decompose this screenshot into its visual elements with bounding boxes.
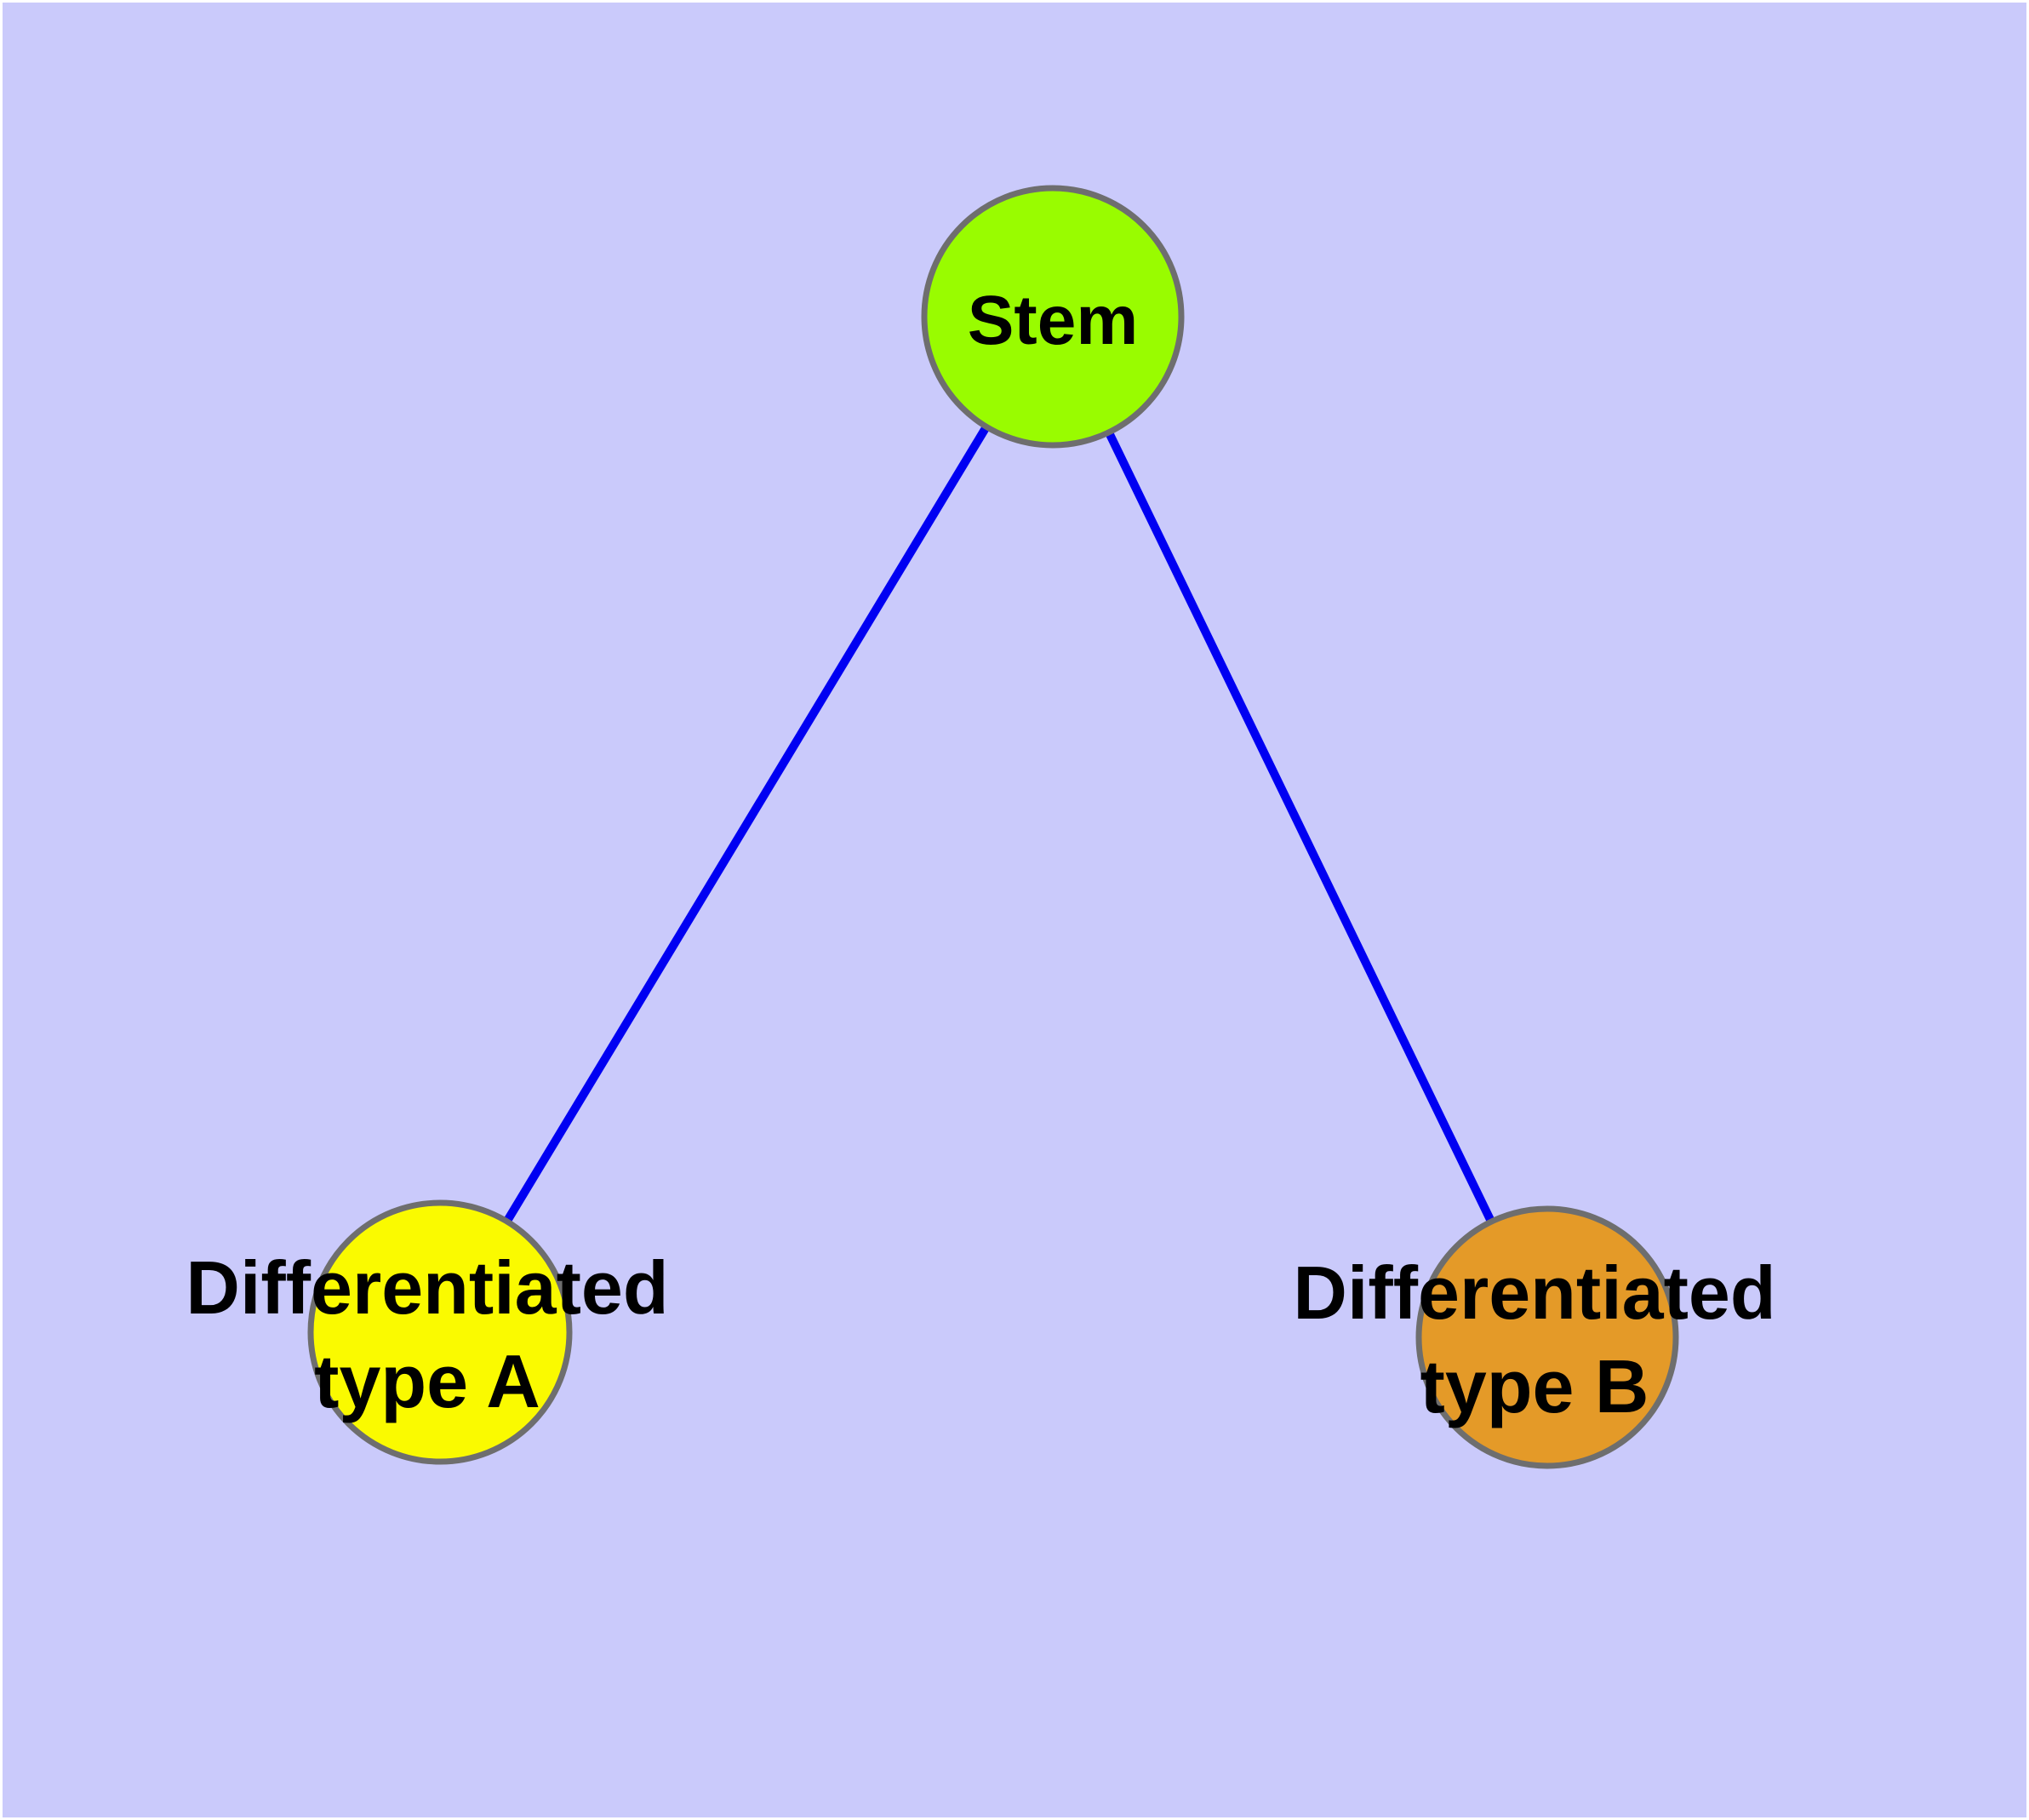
node-differentiated-type-a[interactable] xyxy=(307,1199,573,1465)
node-stem-label: Stem xyxy=(968,282,1139,359)
edge-stem-to-type-b xyxy=(1049,314,1552,1340)
edge-stem-to-type-a xyxy=(436,314,1057,1335)
node-type-a-label-line1: Differentiated xyxy=(186,1245,668,1330)
node-type-a-label-line2: type A xyxy=(314,1339,540,1423)
node-differentiated-type-b[interactable] xyxy=(1415,1205,1679,1469)
node-type-b-label-line2: type B xyxy=(1420,1344,1649,1428)
node-stem[interactable] xyxy=(921,185,1185,449)
node-type-b-label-line1: Differentiated xyxy=(1293,1251,1775,1335)
